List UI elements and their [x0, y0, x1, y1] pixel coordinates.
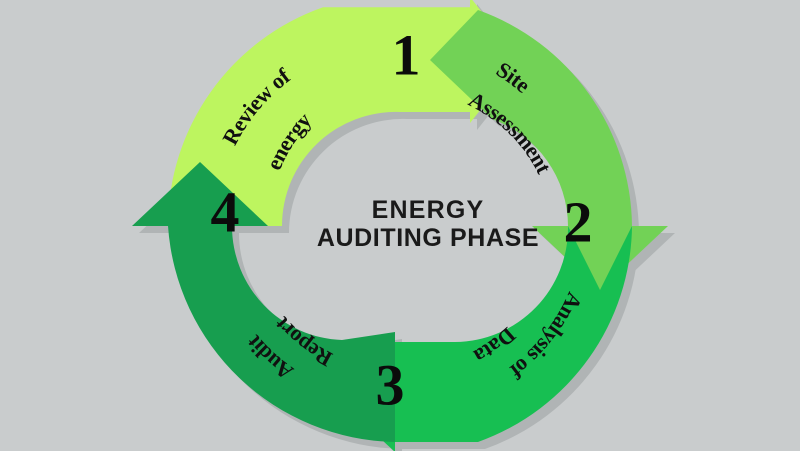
- center-title-line1: ENERGY: [372, 196, 485, 224]
- segment-2-site-assessment[interactable]: [430, 10, 668, 290]
- segment-1-number: 1: [392, 23, 421, 88]
- segment-1-review-of-energy[interactable]: [168, 0, 520, 226]
- center-title-line2: AUDITING PHASE: [317, 224, 539, 252]
- cycle-segments: [132, 0, 668, 451]
- center-title: ENERGY AUDITING PHASE: [317, 196, 539, 252]
- segment-4-audit-report[interactable]: [132, 162, 395, 442]
- segment-3-number: 3: [376, 353, 405, 418]
- segment-3-analysis-of-data[interactable]: [330, 226, 632, 451]
- segment-numbers: 1 2 3 4: [211, 23, 593, 418]
- segment-2-number: 2: [564, 190, 593, 255]
- segment-4-number: 4: [211, 180, 240, 245]
